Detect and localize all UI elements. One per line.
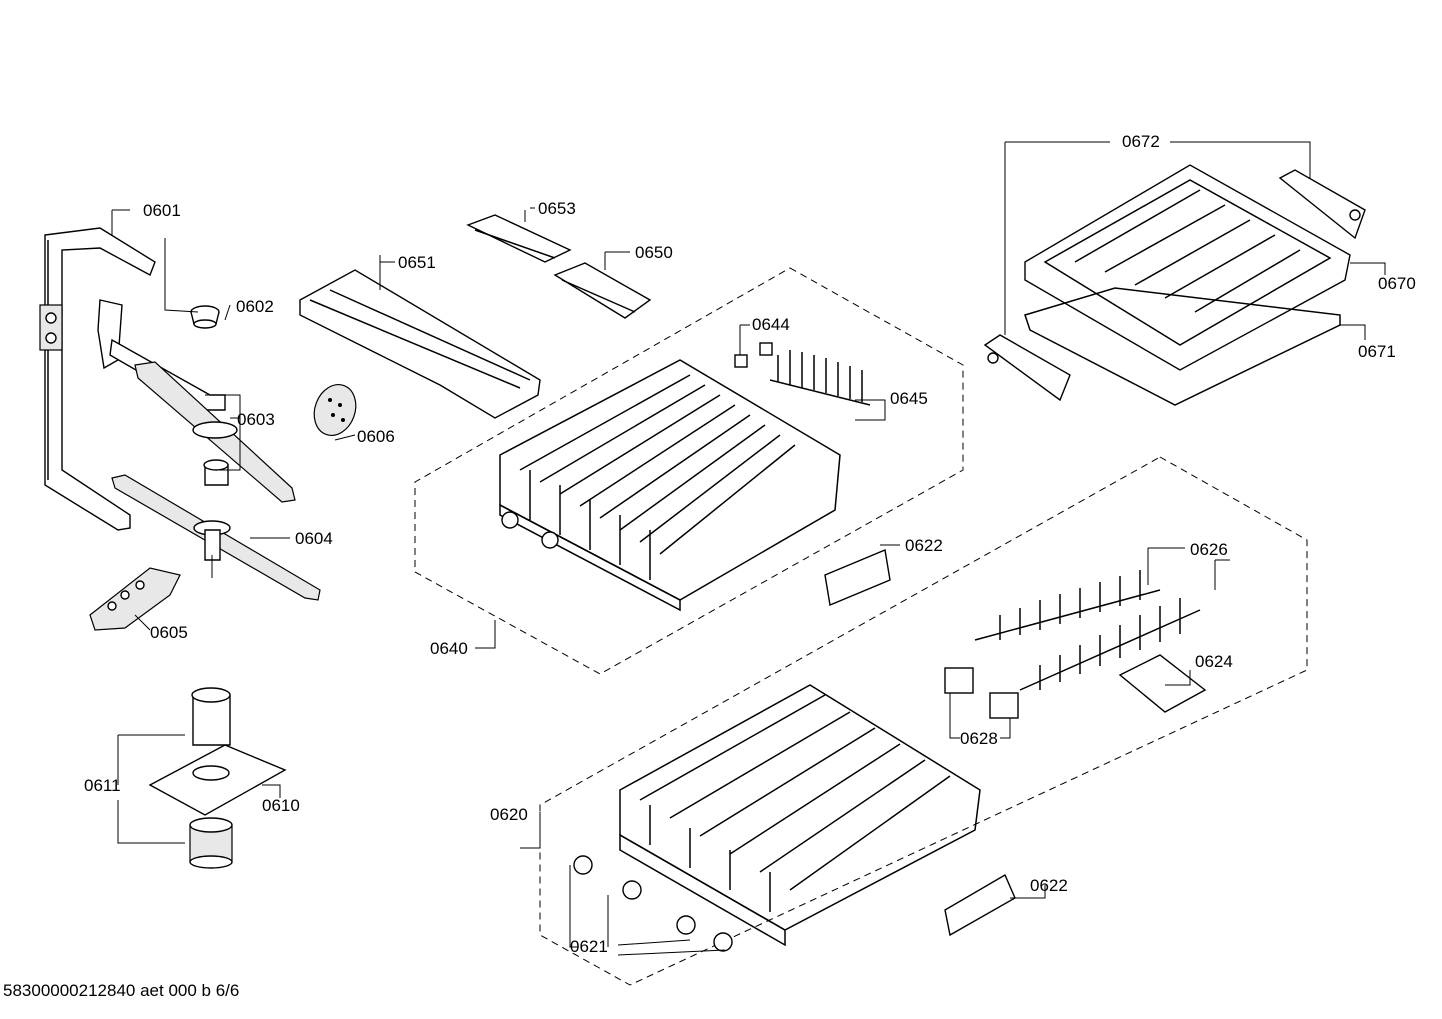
round-filter-part bbox=[313, 384, 357, 436]
clip-strip-0650-part bbox=[553, 262, 652, 319]
sieve-cover-part bbox=[89, 567, 181, 631]
leader-lines bbox=[111, 141, 1386, 956]
label-0650: 0650 bbox=[635, 243, 673, 262]
rail-left-part bbox=[983, 334, 1071, 402]
upper-basket-part bbox=[499, 359, 841, 612]
label-0621: 0621 bbox=[570, 937, 608, 956]
label-0601: 0601 bbox=[143, 201, 181, 220]
supply-pipe-part bbox=[39, 227, 156, 531]
upper-basket-group-outline bbox=[414, 267, 964, 675]
nozzle-part bbox=[190, 305, 220, 329]
label-0653: 0653 bbox=[538, 199, 576, 218]
clip-pair-part bbox=[734, 342, 773, 368]
label-0670: 0670 bbox=[1378, 274, 1416, 293]
plate-0624-part bbox=[1118, 654, 1207, 713]
label-0645: 0645 bbox=[890, 389, 928, 408]
third-rack-part bbox=[1024, 164, 1351, 371]
label-0672: 0672 bbox=[1122, 132, 1160, 151]
label-0622-upper: 0622 bbox=[905, 536, 943, 555]
upper-spray-arm-part bbox=[97, 299, 296, 503]
label-0671: 0671 bbox=[1358, 342, 1396, 361]
label-0604: 0604 bbox=[295, 529, 333, 548]
label-0606: 0606 bbox=[357, 427, 395, 446]
wheels-part bbox=[573, 855, 733, 952]
tine-rack-0645-part bbox=[769, 350, 871, 406]
handle-lower-part bbox=[944, 873, 1016, 937]
rail-right-part bbox=[1278, 169, 1366, 240]
label-0628: 0628 bbox=[960, 729, 998, 748]
label-0603: 0603 bbox=[237, 410, 275, 429]
document-id-footer: 58300000212840 aet 000 b 6/6 bbox=[3, 981, 239, 1000]
lower-basket-group-outline bbox=[539, 456, 1308, 986]
label-0622-lower: 0622 bbox=[1030, 876, 1068, 895]
label-0611: 0611 bbox=[84, 776, 121, 795]
label-0610: 0610 bbox=[262, 796, 300, 815]
label-0640: 0640 bbox=[430, 639, 468, 658]
lower-spray-arm-part bbox=[111, 474, 321, 601]
label-0626: 0626 bbox=[1190, 540, 1228, 559]
filter-assembly-part bbox=[148, 687, 287, 869]
tine-rack-0626-part bbox=[974, 570, 1201, 691]
label-0602: 0602 bbox=[236, 297, 274, 316]
clip-strip-0653-part bbox=[466, 214, 572, 263]
handle-upper-part bbox=[824, 549, 891, 606]
label-0605: 0605 bbox=[150, 623, 188, 642]
lower-basket-part bbox=[619, 684, 981, 947]
cutlery-shelf-part bbox=[299, 269, 541, 419]
label-0624: 0624 bbox=[1195, 652, 1233, 671]
label-0644: 0644 bbox=[752, 315, 790, 334]
label-0651: 0651 bbox=[398, 253, 436, 272]
label-0620: 0620 bbox=[490, 805, 528, 824]
clip-pair-0628-part bbox=[944, 667, 1019, 719]
